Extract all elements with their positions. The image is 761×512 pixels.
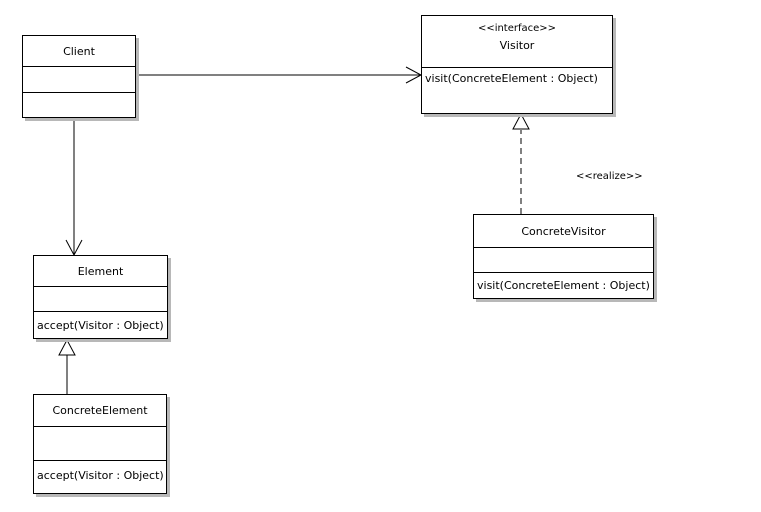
concrete-visitor-class[interactable]: ConcreteVisitor visit(ConcreteElement : … bbox=[473, 214, 654, 299]
concrete-element-accept-operation: accept(Visitor : Object) bbox=[37, 469, 164, 482]
visitor-operations-compartment: visit(ConcreteElement : Object) bbox=[422, 67, 612, 113]
concrete-element-name-compartment: ConcreteElement bbox=[34, 395, 166, 426]
client-class[interactable]: Client bbox=[22, 35, 136, 118]
element-class-name: Element bbox=[77, 265, 124, 278]
element-operations-compartment: accept(Visitor : Object) bbox=[34, 311, 167, 338]
concrete-element-attributes-compartment bbox=[34, 426, 166, 460]
generalization-triangle-head bbox=[58, 338, 76, 356]
concrete-element-class[interactable]: ConcreteElement accept(Visitor : Object) bbox=[33, 394, 167, 494]
visitor-name-compartment: <<interface>> Visitor bbox=[422, 16, 612, 67]
concrete-visitor-visit-operation: visit(ConcreteElement : Object) bbox=[477, 279, 650, 292]
element-class[interactable]: Element accept(Visitor : Object) bbox=[33, 255, 168, 339]
concrete-visitor-attributes-compartment bbox=[474, 247, 653, 272]
client-operations-compartment bbox=[23, 92, 135, 117]
visitor-stereotype: <<interface>> bbox=[477, 23, 557, 34]
client-name-compartment: Client bbox=[23, 36, 135, 66]
concrete-visitor-class-name: ConcreteVisitor bbox=[521, 225, 606, 238]
client-class-name: Client bbox=[63, 45, 95, 58]
element-attributes-compartment bbox=[34, 286, 167, 311]
element-accept-operation: accept(Visitor : Object) bbox=[37, 319, 164, 332]
visitor-class-name: Visitor bbox=[499, 39, 535, 52]
visitor-visit-operation: visit(ConcreteElement : Object) bbox=[425, 72, 598, 85]
concrete-visitor-operations-compartment: visit(ConcreteElement : Object) bbox=[474, 272, 653, 298]
concrete-element-class-name: ConcreteElement bbox=[52, 404, 148, 417]
realize-stereotype-label: <<realize>> bbox=[576, 171, 643, 182]
element-name-compartment: Element bbox=[34, 256, 167, 286]
concrete-visitor-name-compartment: ConcreteVisitor bbox=[474, 215, 653, 247]
concrete-element-operations-compartment: accept(Visitor : Object) bbox=[34, 460, 166, 493]
visitor-interface-class[interactable]: <<interface>> Visitor visit(ConcreteElem… bbox=[421, 15, 613, 114]
realize-triangle-head bbox=[512, 112, 530, 130]
client-attributes-compartment bbox=[23, 66, 135, 92]
